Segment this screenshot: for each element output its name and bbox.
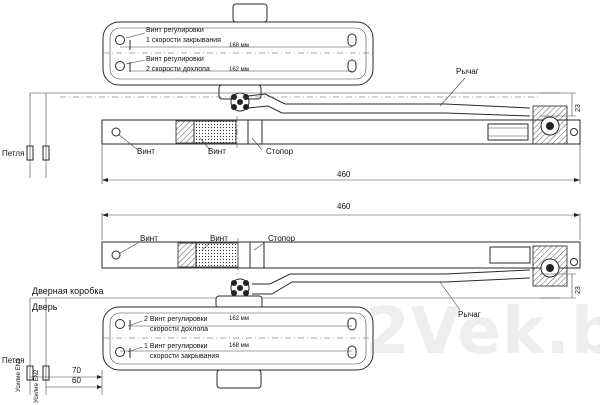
top-hinge-symbol bbox=[26, 93, 50, 178]
top-gear-shaft bbox=[230, 92, 250, 112]
top-dim-168: 168 мм bbox=[229, 43, 249, 49]
bottom-screw-label-2: Винт bbox=[210, 234, 228, 243]
bottom-dim-23: 23 bbox=[575, 286, 582, 294]
top-hinge-label: Петля bbox=[2, 149, 25, 158]
top-screw-label-1: Винт bbox=[137, 147, 155, 156]
top-adj-close-label-line1: Винт регулировки bbox=[146, 27, 204, 34]
bottom-closer-body bbox=[102, 295, 374, 389]
dim-70: 70 bbox=[72, 366, 81, 375]
top-adj-slam-label-line1: Винт регулировки bbox=[146, 56, 204, 63]
top-dim-162: 162 мм bbox=[229, 67, 249, 73]
top-closer-body bbox=[102, 3, 374, 100]
bottom-arm-lever bbox=[30, 269, 560, 299]
bottom-gear-shaft bbox=[230, 278, 250, 298]
bottom-dim-23 bbox=[540, 273, 576, 299]
bottom-screw-label-1: Винт bbox=[140, 234, 158, 243]
bottom-dim-168: 168 мм bbox=[229, 343, 249, 349]
force-en3-label: Усилие EN3 bbox=[16, 358, 22, 392]
bottom-adj-slam-label-line2: скорости дохлопа bbox=[150, 326, 209, 333]
bottom-frame-bracket bbox=[101, 238, 581, 287]
top-adj-close-label-line2: 1 скорости закрывания bbox=[146, 37, 221, 44]
force-en2-label: Усилие EN2 bbox=[34, 369, 40, 403]
bottom-hinge-label: Петля bbox=[2, 356, 25, 365]
top-dim-23: 23 bbox=[575, 104, 582, 112]
bottom-hinge-dims bbox=[26, 298, 103, 395]
bottom-adj-close-label-line2: скорости закрывания bbox=[150, 353, 220, 360]
top-dim-23 bbox=[540, 92, 576, 117]
top-screw-label-2: Винт bbox=[208, 147, 226, 156]
dim-60: 60 bbox=[72, 376, 81, 385]
top-arm-lever bbox=[30, 92, 560, 117]
watermark-logo: 2Vek.by bbox=[365, 295, 600, 369]
door-frame-label: Дверная коробка bbox=[32, 286, 104, 296]
top-lever-label: Рычаг bbox=[456, 67, 479, 76]
bottom-adj-close-label-line1: 1 Винт регулировки bbox=[144, 343, 208, 350]
top-dim-460 bbox=[101, 144, 581, 184]
bottom-dim-460 bbox=[101, 213, 581, 240]
top-stopper-label: Стопор bbox=[266, 147, 294, 156]
top-frame-bracket bbox=[101, 105, 581, 148]
top-dim-460: 460 bbox=[337, 170, 351, 179]
bottom-leaders bbox=[119, 242, 461, 353]
top-adj-slam-label-line2: 2 скорости дохлопа bbox=[146, 66, 210, 73]
bottom-lever-label: Рычаг bbox=[458, 310, 481, 319]
bottom-adj-slam-label-line1: 2 Винт регулировки bbox=[144, 316, 208, 323]
bottom-dim-162: 162 мм bbox=[229, 316, 249, 322]
bottom-dim-460: 460 bbox=[337, 202, 351, 211]
door-label: Дверь bbox=[32, 302, 58, 312]
top-leaders bbox=[117, 32, 466, 151]
bottom-stopper-label: Стопор bbox=[268, 234, 296, 243]
